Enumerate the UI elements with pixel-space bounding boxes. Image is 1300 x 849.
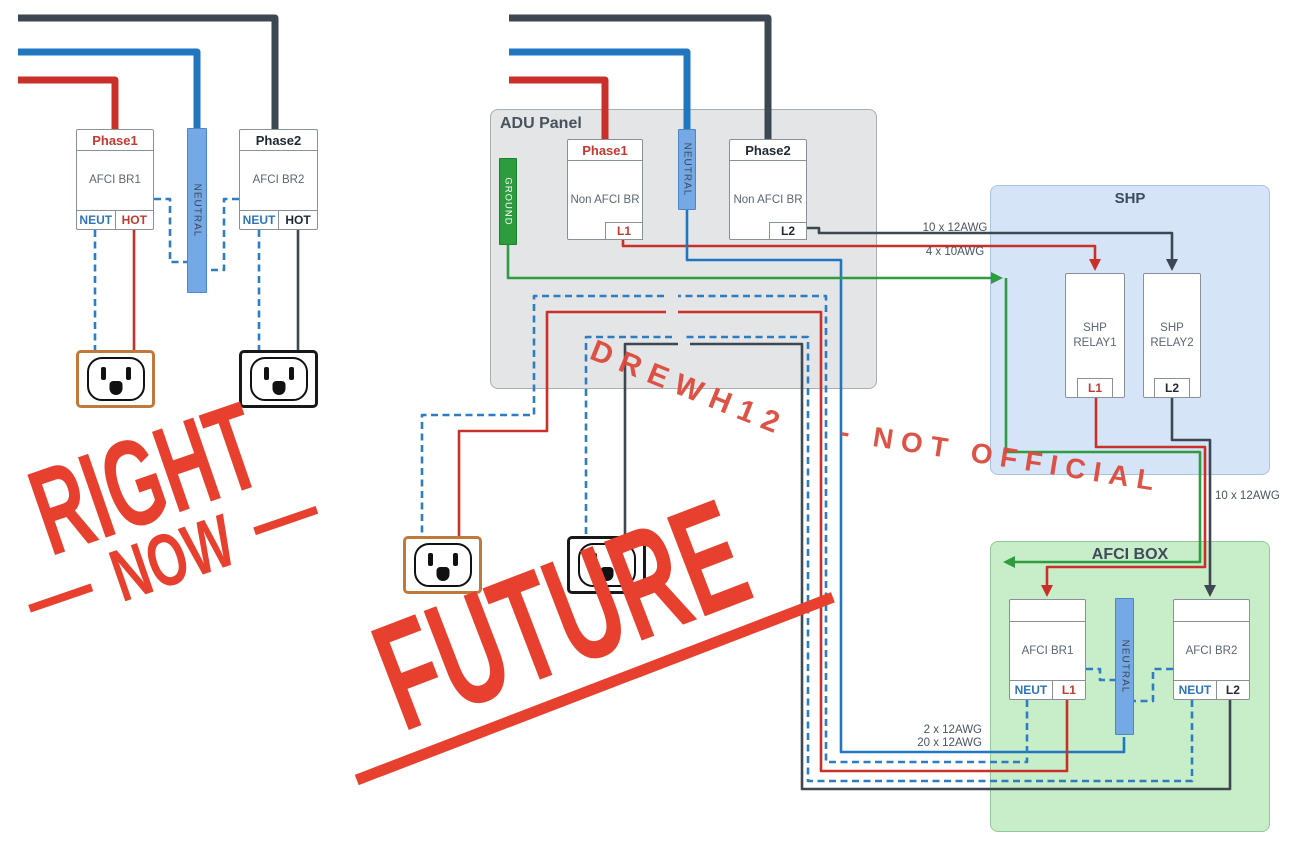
afci-breaker1-neut-terminal: NEUT [1014,683,1048,697]
adu-breaker2-title: Phase2 [730,140,806,161]
shp-relay2-l2-terminal: L2 [1154,378,1190,398]
rn-outlet-1 [76,350,155,408]
afci-breaker2-neut-terminal: NEUT [1178,683,1212,697]
rn-neutral-bar-label: NEUTRAL [191,183,203,238]
wire-label-shp-black: 10 x 12AWG [922,222,988,234]
outlet-face [86,357,145,401]
outlet-ground-icon [109,381,122,395]
adu-ground-bar: GROUND [499,158,517,245]
adu-breaker2-l2-terminal: L2 [769,222,807,240]
rn-breaker1-hot-terminal: HOT [114,211,154,229]
outlet-slot-icon [263,367,269,380]
feeder-black-wire [18,14,279,130]
rn-br1-neutral-link-dashed [154,197,187,264]
feeder-neutral-wire [18,48,201,130]
outlet-ground-icon [272,381,285,395]
stamp-dash-rule [28,582,94,613]
adu-panel-label: ADU Panel [500,115,582,132]
adu-ground-bar-label: GROUND [502,177,514,226]
rn-breaker2-body: AFCI BR2 [252,174,305,187]
wire-label-outlet-red: 2 x 12AWG [923,724,982,736]
afci-breaker2-l2-terminal: L2 [1215,681,1249,699]
outlet-slot-icon [427,553,433,566]
adu-breaker1-body: Non AFCI BR [570,193,640,206]
wire-label-shp-ground: 4 x 10AWG [925,246,985,258]
afci-breaker1: AFCI BR1 NEUT L1 [1009,599,1086,700]
afci-breaker2-blank-title [1174,600,1249,622]
rn-neutral-bar: NEUTRAL [187,128,207,293]
shp-box: SHP [990,185,1270,475]
rn-outlet-2 [239,350,318,408]
rn-breaker2-neut-terminal: NEUT [242,213,276,227]
afci-breaker2: AFCI BR2 NEUT L2 [1173,599,1250,700]
outlet-face [249,357,308,401]
shp-relay1: SHP RELAY1 L1 [1065,273,1125,398]
afci-neutral-bar-label: NEUTRAL [1119,639,1130,694]
rn-breaker2-title: Phase2 [240,130,317,151]
right-now-stamp: RIGHT NOW [0,377,347,639]
shp-relay1-l1-terminal: L1 [1077,378,1113,398]
outlet-slot-icon [100,367,106,380]
wire-label-afci-feed: 10 x 12AWG [1215,490,1280,502]
afci-breaker1-blank-title [1010,600,1085,622]
future-stamp: FUTURE [310,467,835,786]
adu-neutral-bar-label: NEUTRAL [681,142,693,197]
shp-relay2: SHP RELAY2 L2 [1143,273,1201,398]
rn-breaker1-body: AFCI BR1 [89,174,141,187]
adu-breaker2: Phase2 Non AFCI BR L2 [729,139,807,240]
outlet-slot-icon [288,367,294,380]
adu-breaker1: Phase1 Non AFCI BR L1 [567,139,643,240]
afci-neutral-bar: NEUTRAL [1115,598,1134,735]
shp-box-label: SHP [1114,190,1146,207]
rn-br2-neutral-link-dashed [207,197,239,272]
outlet-slot-icon [125,367,131,380]
rn-breaker1-neut-terminal: NEUT [79,213,113,227]
adu-neutral-bar: NEUTRAL [678,129,696,210]
wire-label-outlet-multi: 20 x 12AWG [917,737,982,749]
afci-breaker1-l1-terminal: L1 [1051,681,1085,699]
afci-breaker2-body: AFCI BR2 [1185,644,1238,657]
rn-breaker1-title: Phase1 [77,130,153,151]
adu-breaker2-body: Non AFCI BR [733,193,803,206]
future-stamp-text: FUTURE [353,467,770,764]
afci-breaker1-body: AFCI BR1 [1021,644,1074,657]
rn-breaker2-hot-terminal: HOT [278,211,317,229]
afci-box-label: AFCI BOX [1091,546,1169,563]
rn-breaker2: Phase2 AFCI BR2 NEUT HOT [239,129,318,230]
adu-breaker1-title: Phase1 [568,140,642,161]
adu-breaker1-l1-terminal: L1 [605,222,643,240]
feeder-red-wire [18,76,119,130]
rn-breaker1: Phase1 AFCI BR1 NEUT HOT [76,129,154,230]
